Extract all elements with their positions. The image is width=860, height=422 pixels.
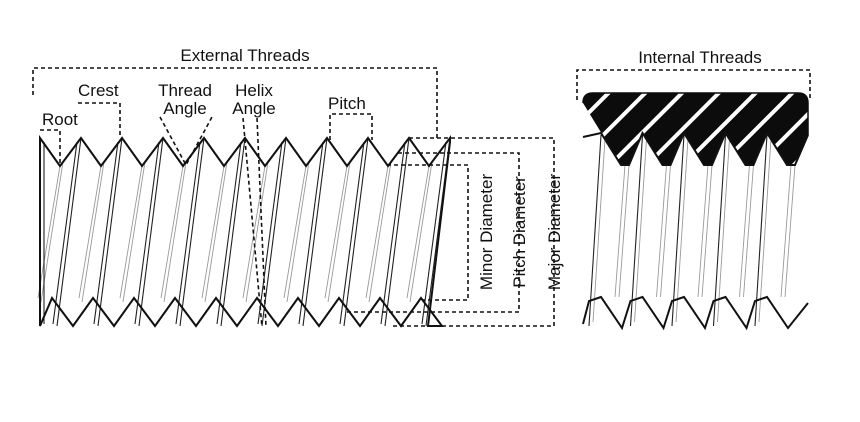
helix-angle-label-line1: Helix	[235, 81, 273, 100]
nut-helix-line	[634, 138, 647, 323]
root-helix-line	[409, 161, 433, 303]
nut-helix-line	[780, 164, 792, 298]
nut-hatched-body	[582, 92, 809, 166]
nut-thread-lines	[588, 134, 796, 327]
nut-helix-line	[697, 164, 709, 298]
nut-helix-line	[754, 134, 768, 327]
crest-leader	[78, 102, 121, 138]
nut-helix-line	[675, 138, 689, 323]
crest-helix-line	[220, 137, 246, 327]
crest-helix-line	[421, 141, 447, 325]
crest-helix-line	[179, 137, 205, 327]
internal-threads-title: Internal Threads	[638, 48, 761, 67]
external-threads-bracket	[32, 67, 438, 138]
root-helix-line	[327, 161, 351, 303]
root-helix-line	[245, 161, 269, 303]
nut-helix-line	[660, 164, 671, 298]
root-helix-line	[119, 165, 143, 299]
crest-helix-line	[56, 137, 82, 327]
internal-thread-nut	[582, 92, 809, 331]
nut-top-profile	[582, 130, 809, 166]
crest-helix-line	[339, 141, 365, 325]
major-diameter-leader	[392, 137, 555, 327]
major-diameter-label: Major Diameter	[545, 174, 564, 291]
crest-helix-line	[175, 141, 201, 325]
root-helix-line	[40, 161, 64, 303]
external-threads-title: External Threads	[180, 46, 309, 65]
crest-helix-line	[257, 141, 283, 325]
nut-helix-line	[758, 138, 772, 323]
nut-helix-line	[592, 138, 606, 323]
root-leader	[40, 129, 61, 166]
nut-helix-line	[712, 134, 727, 327]
root-helix-line	[78, 165, 102, 299]
nut-bottom-profile	[582, 295, 809, 331]
root-helix-line	[122, 161, 146, 303]
root-helix-line	[368, 161, 392, 303]
crest-label: Crest	[78, 81, 119, 100]
crest-helix-line	[384, 137, 410, 327]
crest-helix-line	[97, 137, 123, 327]
root-label: Root	[42, 110, 78, 129]
nut-helix-line	[784, 164, 796, 298]
minor-diameter-leader	[387, 164, 469, 301]
crest-helix-line	[138, 137, 164, 327]
crest-helix-line	[261, 137, 287, 327]
bolt-thread-lines	[37, 137, 451, 327]
crest-helix-line	[216, 141, 242, 325]
nut-helix-line	[588, 134, 602, 327]
nut-helix-line	[717, 138, 730, 323]
thread-angle-label-line2: Angle	[163, 99, 206, 118]
thread-angle-leader	[159, 116, 213, 167]
pitch-label: Pitch	[328, 94, 366, 113]
root-helix-line	[365, 165, 389, 299]
crest-helix-line	[343, 137, 369, 327]
pitch-bracket	[329, 113, 373, 140]
nut-helix-line	[743, 164, 754, 298]
helix-angle-label-line2: Angle	[232, 99, 275, 118]
root-helix-line	[286, 161, 310, 303]
external-thread-bolt	[37, 134, 451, 328]
nut-helix-line	[618, 164, 630, 298]
nut-helix-line	[739, 164, 750, 298]
nut-helix-line	[614, 164, 626, 298]
root-helix-line	[201, 165, 225, 299]
crest-helix-line	[134, 141, 160, 325]
crest-helix-line	[302, 137, 328, 327]
crest-helix-line	[93, 141, 119, 325]
pitch-diameter-leader	[347, 152, 520, 313]
thread-angle-label-line1: Thread	[158, 81, 212, 100]
nut-helix-line	[629, 134, 644, 327]
crest-helix-line	[52, 141, 78, 325]
root-helix-line	[324, 165, 348, 299]
crest-helix-line	[298, 141, 324, 325]
root-helix-line	[81, 161, 105, 303]
pitch-diameter-label: Pitch Diameter	[510, 176, 529, 288]
root-helix-line	[37, 165, 61, 299]
minor-diameter-label: Minor Diameter	[477, 174, 496, 291]
root-helix-line	[163, 161, 187, 303]
nut-helix-line	[656, 164, 667, 298]
nut-helix-line	[671, 134, 685, 327]
internal-threads-bracket	[576, 69, 811, 100]
root-helix-line	[406, 165, 430, 299]
root-helix-line	[160, 165, 184, 299]
root-helix-line	[283, 165, 307, 299]
crest-helix-line	[380, 141, 406, 325]
nut-helix-line	[701, 164, 713, 298]
root-helix-line	[204, 161, 228, 303]
